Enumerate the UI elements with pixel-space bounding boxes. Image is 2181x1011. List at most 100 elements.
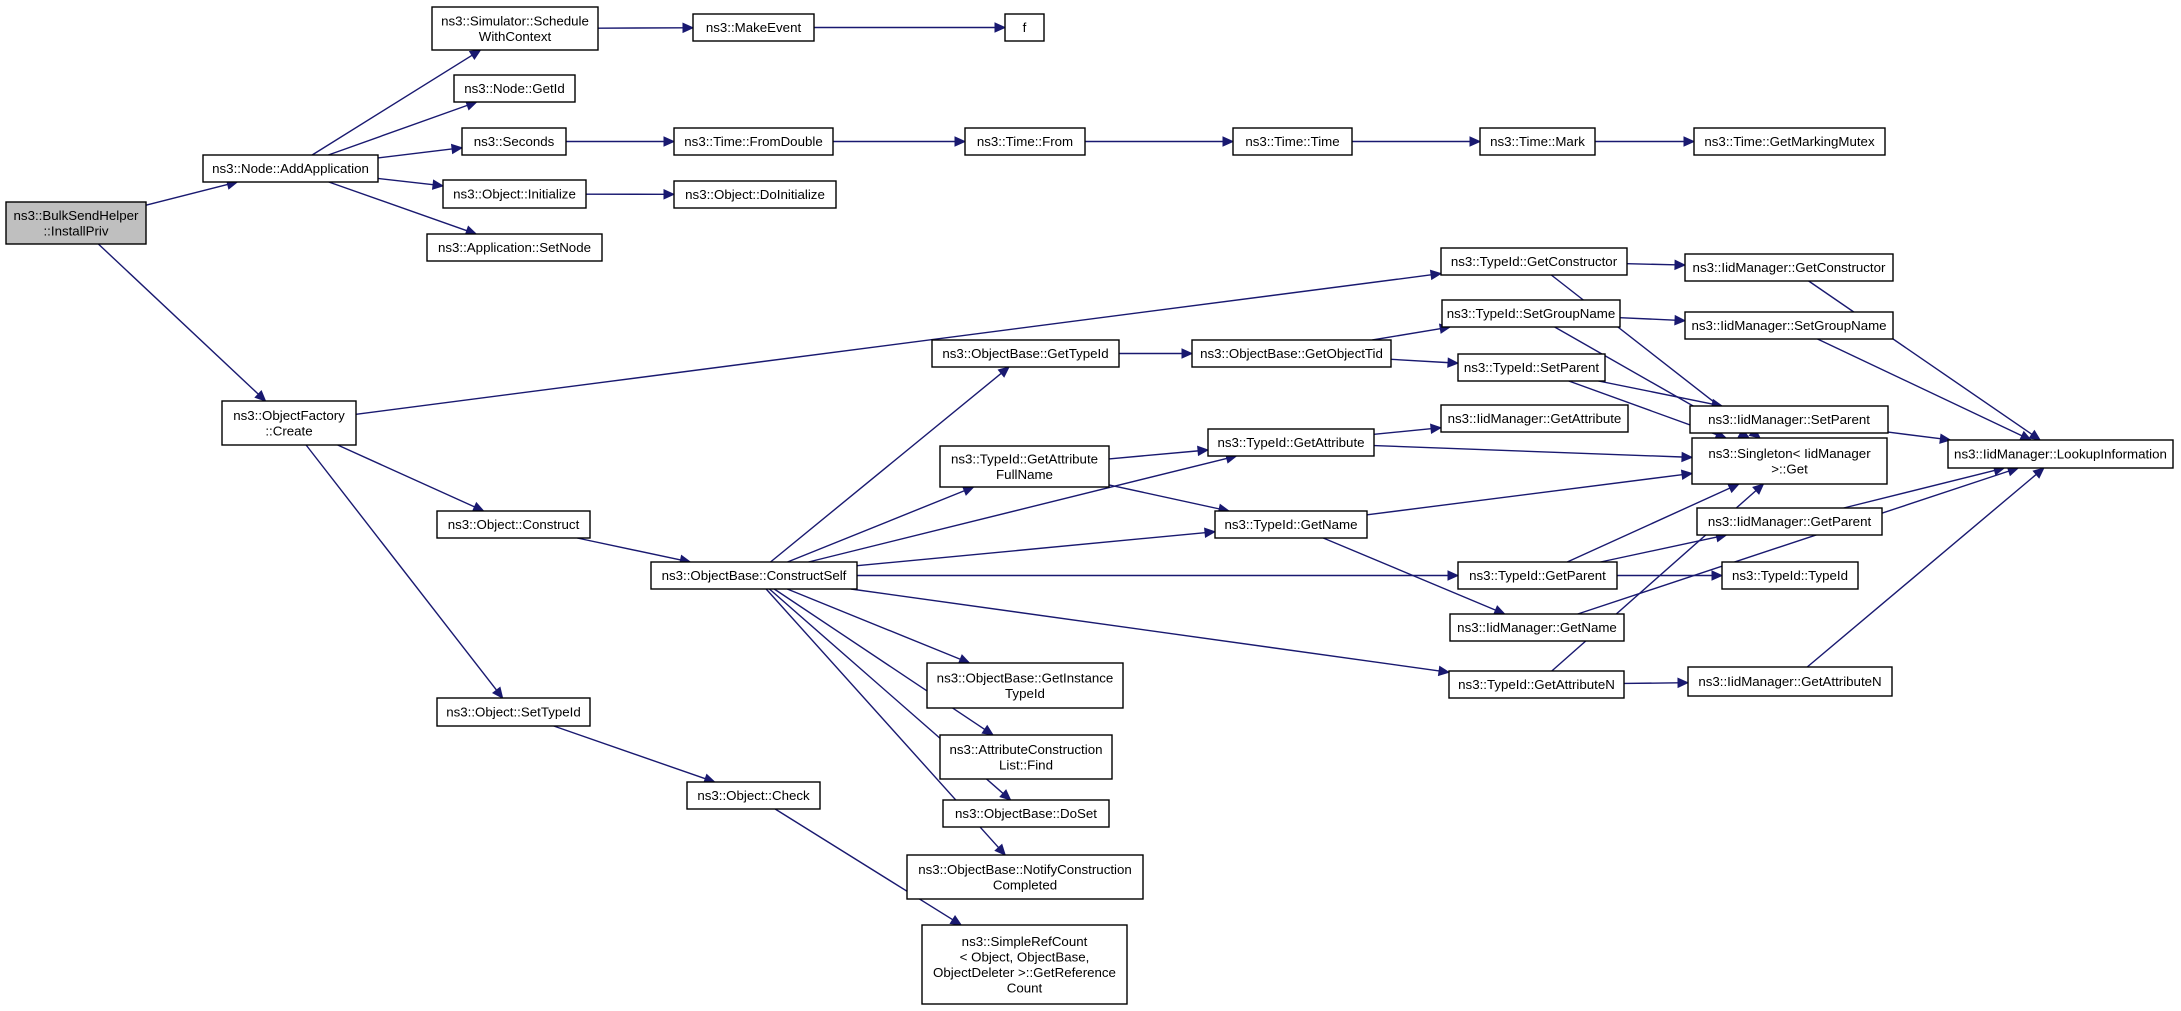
node-label: ns3::ObjectBase::GetTypeId (942, 346, 1108, 361)
node-label: ns3::IidManager::SetGroupName (1691, 318, 1886, 333)
node-settypeid[interactable]: ns3::Object::SetTypeId (436, 697, 591, 727)
node-box (939, 734, 1113, 780)
node-addapp[interactable]: ns3::Node::AddApplication (202, 154, 379, 183)
edge-tigetparent-to-singleton (1566, 487, 1731, 563)
node-tigetname[interactable]: ns3::TypeId::GetName (1214, 510, 1368, 539)
node-root[interactable]: ns3::BulkSendHelper::InstallPriv (5, 201, 147, 245)
node-label: WithContext (479, 29, 552, 44)
node-setnode[interactable]: ns3::Application::SetNode (426, 233, 603, 262)
edge-arrowhead (468, 49, 482, 61)
edge-tigetctor-to-imgetctor (1626, 262, 1676, 266)
node-box (939, 445, 1110, 488)
node-tigetparent[interactable]: ns3::TypeId::GetParent (1457, 561, 1618, 590)
node-imgetattrn[interactable]: ns3::IidManager::GetAttributeN (1687, 666, 1893, 697)
edge-objfactory-to-settypeid (305, 444, 498, 691)
node-label: ns3::Node::AddApplication (212, 161, 369, 176)
node-imsetgroup[interactable]: ns3::IidManager::SetGroupName (1684, 311, 1894, 340)
node-doinit[interactable]: ns3::Object::DoInitialize (673, 180, 837, 209)
node-tisetgroup[interactable]: ns3::TypeId::SetGroupName (1441, 299, 1621, 328)
node-from[interactable]: ns3::Time::From (964, 127, 1086, 156)
node-objinit[interactable]: ns3::Object::Initialize (442, 179, 587, 209)
node-f[interactable]: f (1004, 13, 1045, 42)
node-box (453, 74, 576, 103)
edge-arrowhead (1680, 469, 1694, 480)
node-box (931, 339, 1120, 368)
node-titypeid[interactable]: ns3::TypeId::TypeId (1721, 561, 1859, 590)
node-box (442, 179, 587, 209)
node-doset[interactable]: ns3::ObjectBase::DoSet (942, 799, 1110, 828)
node-label: ns3::TypeId::GetAttributeN (1458, 677, 1615, 692)
edge-constructself-to-tigetattrn (850, 588, 1440, 672)
node-fromdouble[interactable]: ns3::Time::FromDouble (673, 127, 834, 156)
edge-addapp-to-setnode (328, 181, 468, 232)
node-mark[interactable]: ns3::Time::Mark (1479, 127, 1596, 156)
edge-constructself-to-tigetname (856, 531, 1206, 567)
node-time[interactable]: ns3::Time::Time (1232, 127, 1353, 156)
node-label: ns3::BulkSendHelper (14, 208, 139, 223)
node-box (1479, 127, 1596, 156)
edge-arrowhead (254, 389, 267, 402)
edge-getattrfull-to-tigetattr (1108, 450, 1199, 460)
node-mutex[interactable]: ns3::Time::GetMarkingMutex (1693, 127, 1886, 156)
edge-imgetname-to-lookup (1577, 470, 2009, 615)
node-seconds[interactable]: ns3::Seconds (461, 127, 567, 156)
edge-arrowhead (2032, 467, 2045, 479)
node-box (1207, 428, 1375, 457)
node-getid[interactable]: ns3::Node::GetId (453, 74, 576, 103)
edge-arrowhead (682, 22, 695, 34)
node-construct[interactable]: ns3::Object::Construct (436, 510, 591, 539)
node-box (650, 561, 858, 590)
edge-arrowhead (1681, 451, 1694, 463)
node-tigetctor[interactable]: ns3::TypeId::GetConstructor (1440, 247, 1628, 276)
edge-arrowhead (450, 143, 464, 155)
node-box (1448, 670, 1625, 699)
edge-arrowhead (663, 189, 676, 200)
node-label: f (1023, 20, 1027, 35)
node-objfactory[interactable]: ns3::ObjectFactory::Create (221, 400, 357, 446)
node-tigetattrn[interactable]: ns3::TypeId::GetAttributeN (1448, 670, 1625, 699)
node-imgetparent[interactable]: ns3::IidManager::GetParent (1696, 507, 1883, 536)
node-label: ns3::IidManager::GetConstructor (1693, 260, 1886, 275)
node-singleton[interactable]: ns3::Singleton< IidManager>::Get (1691, 437, 1888, 485)
edge-construct-to-constructself (577, 537, 681, 561)
edge-root-to-addapp (145, 183, 228, 206)
node-imgetattr[interactable]: ns3::IidManager::GetAttribute (1440, 404, 1629, 433)
edge-arrowhead (1674, 314, 1687, 326)
node-label: ns3::Time::Time (1245, 134, 1339, 149)
node-imgetname[interactable]: ns3::IidManager::GetName (1449, 613, 1625, 642)
edge-arrowhead (1204, 527, 1217, 538)
node-constructself[interactable]: ns3::ObjectBase::ConstructSelf (650, 561, 858, 590)
edge-root-to-objfactory (97, 243, 259, 395)
node-label: ns3::IidManager::GetAttributeN (1698, 674, 1881, 689)
node-label: ns3::ObjectBase::DoSet (955, 806, 1097, 821)
node-label: ns3::Object::SetTypeId (446, 705, 581, 720)
node-getobjtid[interactable]: ns3::ObjectBase::GetObjectTid (1191, 339, 1392, 368)
node-imsetparent[interactable]: ns3::IidManager::SetParent (1689, 405, 1889, 434)
node-obgettypeid[interactable]: ns3::ObjectBase::GetTypeId (931, 339, 1120, 368)
node-tigetattr[interactable]: ns3::TypeId::GetAttribute (1207, 428, 1375, 457)
edge-arrowhead (1197, 445, 1210, 457)
edge-arrowhead (999, 789, 1012, 801)
edge-arrowhead (471, 501, 485, 512)
node-check[interactable]: ns3::Object::Check (686, 781, 821, 810)
edge-arrowhead (1469, 136, 1482, 147)
node-imgetctor[interactable]: ns3::IidManager::GetConstructor (1684, 253, 1894, 282)
node-label: ::InstallPriv (43, 223, 108, 238)
node-notify[interactable]: ns3::ObjectBase::NotifyConstructionCompl… (906, 854, 1144, 900)
node-box (461, 127, 567, 156)
node-srcgetref[interactable]: ns3::SimpleRefCount< Object, ObjectBase,… (921, 924, 1128, 1005)
edge-imgetparent-to-lookup (1843, 469, 1995, 509)
node-makeevent[interactable]: ns3::MakeEvent (692, 13, 815, 42)
node-label: ns3::TypeId::GetAttribute (1217, 435, 1364, 450)
node-label: ns3::Simulator::Schedule (441, 13, 589, 28)
node-box (1689, 405, 1889, 434)
node-box (1457, 561, 1618, 590)
node-tisetparent[interactable]: ns3::TypeId::SetParent (1457, 353, 1606, 382)
node-lookup[interactable]: ns3::IidManager::LookupInformation (1947, 439, 2174, 469)
node-label: ns3::Seconds (474, 134, 555, 149)
edge-constructself-to-tigetattr (808, 457, 1227, 563)
